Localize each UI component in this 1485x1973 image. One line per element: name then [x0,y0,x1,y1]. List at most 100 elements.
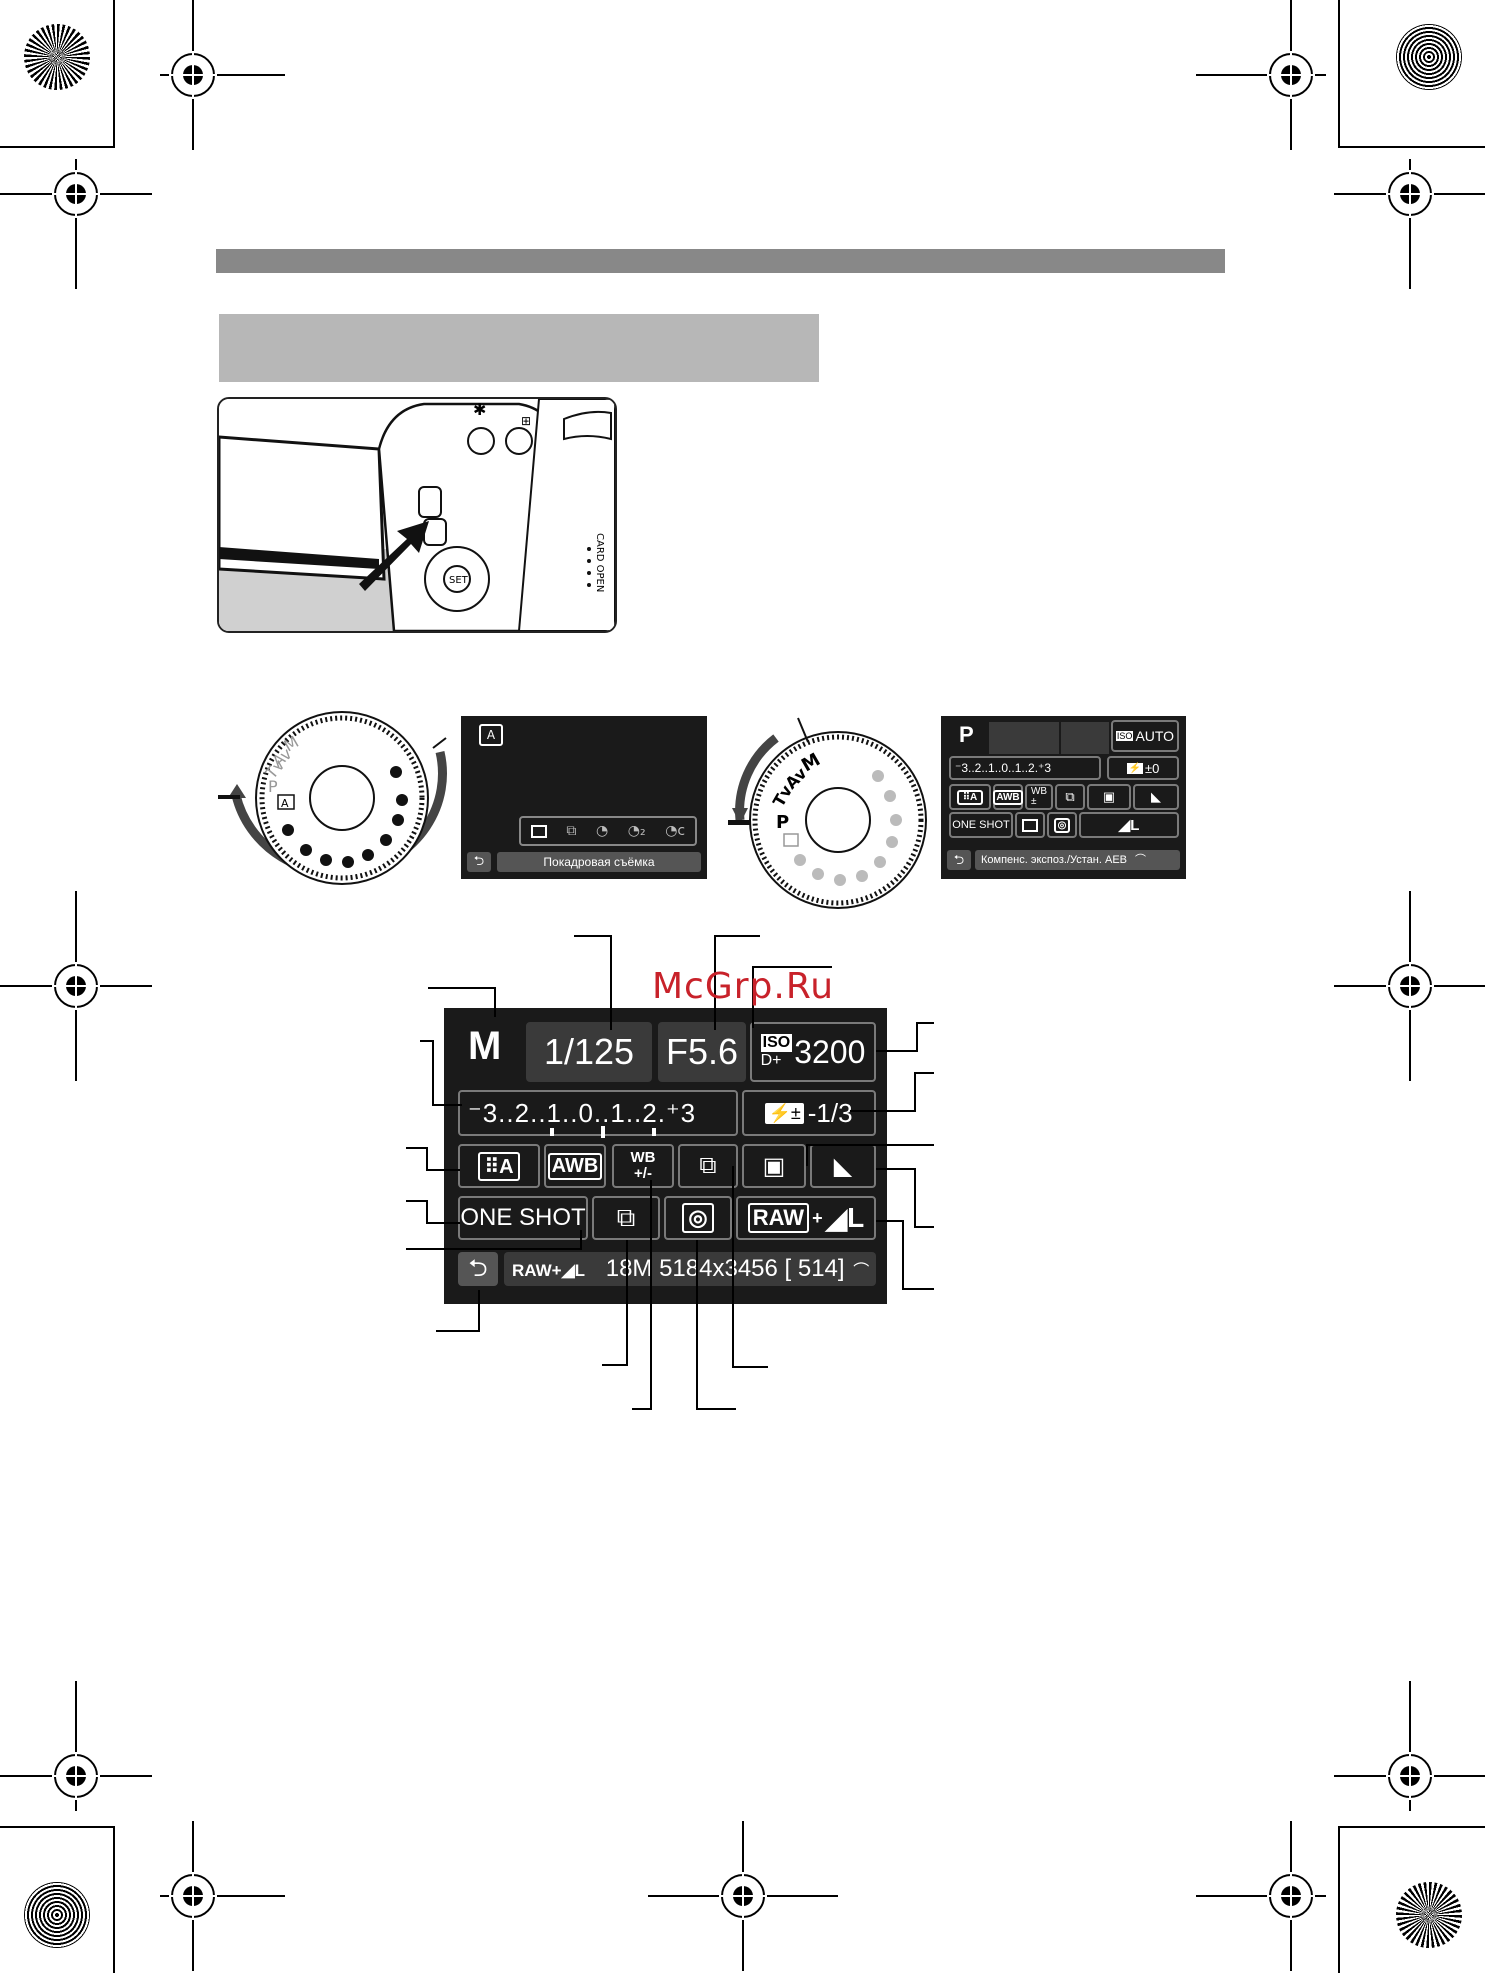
af-mode-value: ONE SHOT [952,819,1010,831]
color-target-icon [1396,24,1462,90]
camera-back-illustration: ✱ ⊞ SET CARD OPEN [217,397,617,633]
af-mode-cell[interactable]: ONE SHOT [949,812,1013,838]
quality-cell[interactable]: ◢L [1079,812,1179,838]
leader-line [626,1240,628,1366]
af-mode-cell[interactable]: ONE SHOT [458,1196,588,1240]
continuous-icon[interactable]: ⧉ [566,823,577,839]
picture-style-cell[interactable]: ⠿A [949,784,991,810]
flash-comp-icon: ⚡± [765,1102,804,1124]
back-button[interactable]: ⮌ [947,850,971,870]
flash-comp-value: ±0 [1145,760,1160,776]
exposure-scale: ⁻3..2..1..0..1..2.⁺3 [955,761,1052,775]
single-shot-icon[interactable] [530,824,547,838]
leader-line [806,1144,808,1166]
metering-cell[interactable]: ◎ [664,1196,732,1240]
picture-style-cell[interactable]: ⠿A [458,1144,540,1188]
metering-icon: ◎ [1053,817,1071,833]
mode-dial-1: M Av Tv P A [218,710,458,910]
shooting-mode: M [468,1024,502,1068]
leader-line [420,1040,434,1042]
leader-line [632,1408,652,1410]
wb-shift-cell[interactable]: WB± [1025,784,1053,810]
quick-control-screen-p: P ISO AUTO ⁻3..2..1..0..1..2.⁺3 ⚡ ±0 ⠿A … [941,716,1186,879]
leader-line [914,1072,916,1112]
exposure-marker [601,1126,605,1138]
drive-mode-cell[interactable]: ⧉ [592,1196,660,1240]
wb-bracket-cell[interactable]: ⧉ [1055,784,1085,810]
self-timer-10s-icon[interactable]: ◔ [595,823,609,839]
shutter-speed-cell[interactable]: 1/125 [526,1022,652,1082]
color-target-icon [24,24,90,90]
svg-text:⊞: ⊞ [521,414,531,428]
leader-line [406,1200,428,1202]
leader-line [432,1104,462,1106]
self-timer-2s-icon[interactable]: ◔₂ [627,823,646,839]
leader-line [610,935,612,1030]
leader-line [428,987,496,989]
leader-line [426,1200,428,1224]
quick-control-screen-main: M 1/125 F5.6 ISO D+ 3200 ⁻3..2..1..0..1.… [444,1008,887,1304]
leader-line [602,1364,628,1366]
leader-line [850,1110,916,1112]
iso-cell[interactable]: ISO D+ 3200 [750,1022,876,1082]
wb-shift-label: WB +/- [630,1149,656,1182]
quality-icon: ◢ [1118,817,1131,834]
crop-mark [1338,1826,1340,1973]
quality-size: L [847,1202,865,1233]
bottom-quality: RAW+◢L [512,1261,586,1280]
flash-control-cell[interactable]: ◣ [810,1144,876,1188]
quality-cell[interactable]: RAW + ◢L [736,1196,876,1240]
back-button[interactable]: ⮌ [458,1252,498,1286]
dial-icon: ⌒ [1135,854,1146,866]
iso-label: ISO [760,1034,793,1052]
leader-line [916,1022,918,1052]
white-balance-cell[interactable]: AWB [544,1144,606,1188]
leader-line [426,1222,460,1224]
leader-line [436,1330,480,1332]
wb-shift-cell[interactable]: WB +/- [612,1144,674,1188]
wb-value: AWB [993,789,1023,805]
watermark: McGrp.Ru [652,966,835,1007]
dial-icon: ⌒ [853,1263,870,1280]
aperture-cell[interactable]: F5.6 [658,1022,746,1082]
crop-mark [0,146,115,148]
picture-style-value: A [499,1155,514,1178]
iso-value: 3200 [794,1033,866,1070]
leader-line [914,1226,934,1228]
self-timer-continuous-icon[interactable]: ◔c [665,823,686,839]
flash-comp-value: -1/3 [807,1097,853,1128]
exposure-level-cell[interactable]: ⁻3..2..1..0..1..2.⁺3 [458,1090,738,1136]
drive-mode-cell[interactable] [1015,812,1045,838]
leader-line [876,1050,918,1052]
flash-comp-cell[interactable]: ⚡ ±0 [1107,756,1179,780]
flash-comp-cell[interactable]: ⚡± -1/3 [742,1090,876,1136]
white-balance-cell[interactable]: AWB [993,784,1023,810]
leader-line [696,1408,736,1410]
color-target-icon [1396,1882,1462,1948]
flash-icon: ◣ [1151,789,1161,804]
exposure-comp-cell[interactable]: ⁻3..2..1..0..1..2.⁺3 [949,756,1101,780]
quality-value: L [1130,816,1140,834]
scene-intelligent-auto-icon: A [479,724,503,746]
quick-control-screen-basic: A ⧉ ◔ ◔₂ ◔c ⮌ Покадровая съёмка [461,716,707,879]
picture-style-icon: ⠿A [478,1151,520,1181]
iso-value: AUTO [1135,728,1175,744]
iso-cell[interactable]: ISO AUTO [1111,720,1179,752]
wb-bracket-cell[interactable]: ⧉ [678,1144,738,1188]
aperture-value: F5.6 [665,1031,739,1072]
auto-lighting-optimizer-icon: ▣ [762,1152,786,1180]
metering-cell[interactable]: ◎ [1047,812,1077,838]
leader-line [650,1180,652,1410]
info-bar: RAW+◢L 18M 5184x3456 [ 514] ⌒ [504,1252,876,1286]
continuous-shooting-icon: ⧉ [616,1202,636,1232]
auto-lighting-cell[interactable]: ▣ [742,1144,806,1188]
leader-line [696,1240,698,1410]
leader-line [714,935,716,1030]
flash-control-cell[interactable]: ◣ [1133,784,1179,810]
leader-line [876,1220,904,1222]
back-button[interactable]: ⮌ [467,852,491,872]
auto-lighting-cell[interactable]: ▣ [1087,784,1131,810]
iso-label: ISO [1115,731,1134,741]
color-target-icon [24,1882,90,1948]
leader-line [406,1147,428,1149]
